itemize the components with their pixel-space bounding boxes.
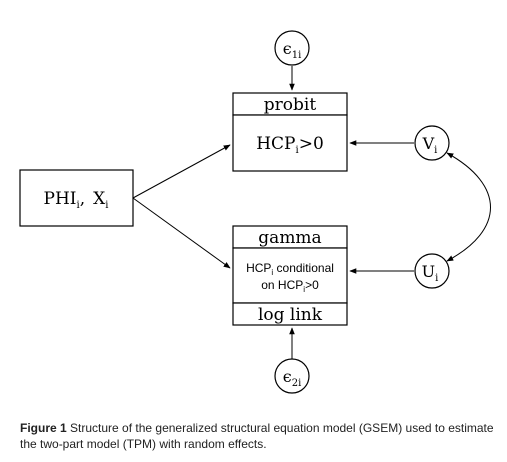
svg-text:ϵ1i: ϵ1i <box>283 39 302 61</box>
gamma-line2-pre: on HCP <box>261 278 303 292</box>
epsilon-1-label: ϵ <box>283 39 292 58</box>
svg-text:Ui: Ui <box>422 262 439 284</box>
probit-body-main: HCP <box>256 134 295 154</box>
epsilon-1-node: ϵ1i <box>274 30 310 66</box>
gamma-footer: log link <box>258 305 323 325</box>
edge-input-to-probit <box>132 144 231 199</box>
epsilon-2-label: ϵ <box>283 367 292 386</box>
v-label: V <box>422 134 435 153</box>
svg-text:PHIi,Xi: PHIi,Xi <box>44 189 109 211</box>
input-x-sub: i <box>105 200 108 211</box>
u-sub: i <box>435 273 438 284</box>
probit-box: probit HCPi>0 <box>232 92 348 172</box>
input-x: X <box>93 189 106 209</box>
svg-text:ϵ2i: ϵ2i <box>283 367 302 389</box>
svg-text:HCPi conditional: HCPi conditional <box>246 261 334 277</box>
gamma-line2-tail: >0 <box>305 278 319 292</box>
probit-header: probit <box>264 95 317 115</box>
input-phi: PHI <box>44 189 77 209</box>
edge-v-u-covariance <box>446 152 491 262</box>
gamma-header: gamma <box>258 228 321 248</box>
v-node: Vi <box>414 125 450 161</box>
gamma-line1-tail: conditional <box>273 261 334 275</box>
epsilon-2-sub: 2i <box>292 378 302 389</box>
svg-text:Vi: Vi <box>422 134 438 156</box>
u-label: U <box>422 262 435 281</box>
gamma-box: gamma HCPi conditional on HCPi>0 log lin… <box>232 225 348 326</box>
figure-caption: Figure 1 Structure of the generalized st… <box>20 420 500 452</box>
epsilon-1-sub: 1i <box>292 50 302 61</box>
input-phi-sub: i <box>77 200 80 211</box>
figure-caption-text: Structure of the generalized structural … <box>20 421 494 451</box>
edge-input-to-gamma <box>132 197 231 269</box>
gamma-line2-sub: i <box>303 285 305 294</box>
svg-text:HCPi>0: HCPi>0 <box>256 134 324 156</box>
svg-text:on HCPi>0: on HCPi>0 <box>261 278 319 294</box>
u-node: Ui <box>414 253 450 289</box>
gamma-line1-sub: i <box>271 268 273 277</box>
gamma-line1-main: HCP <box>246 261 271 275</box>
figure-label: Figure 1 <box>20 421 67 435</box>
input-sep: , <box>80 189 85 209</box>
input-box: PHIi,Xi <box>19 169 134 227</box>
probit-body-tail: >0 <box>299 134 324 154</box>
epsilon-2-node: ϵ2i <box>274 358 310 394</box>
probit-body-sub: i <box>296 145 299 156</box>
v-sub: i <box>434 145 437 156</box>
